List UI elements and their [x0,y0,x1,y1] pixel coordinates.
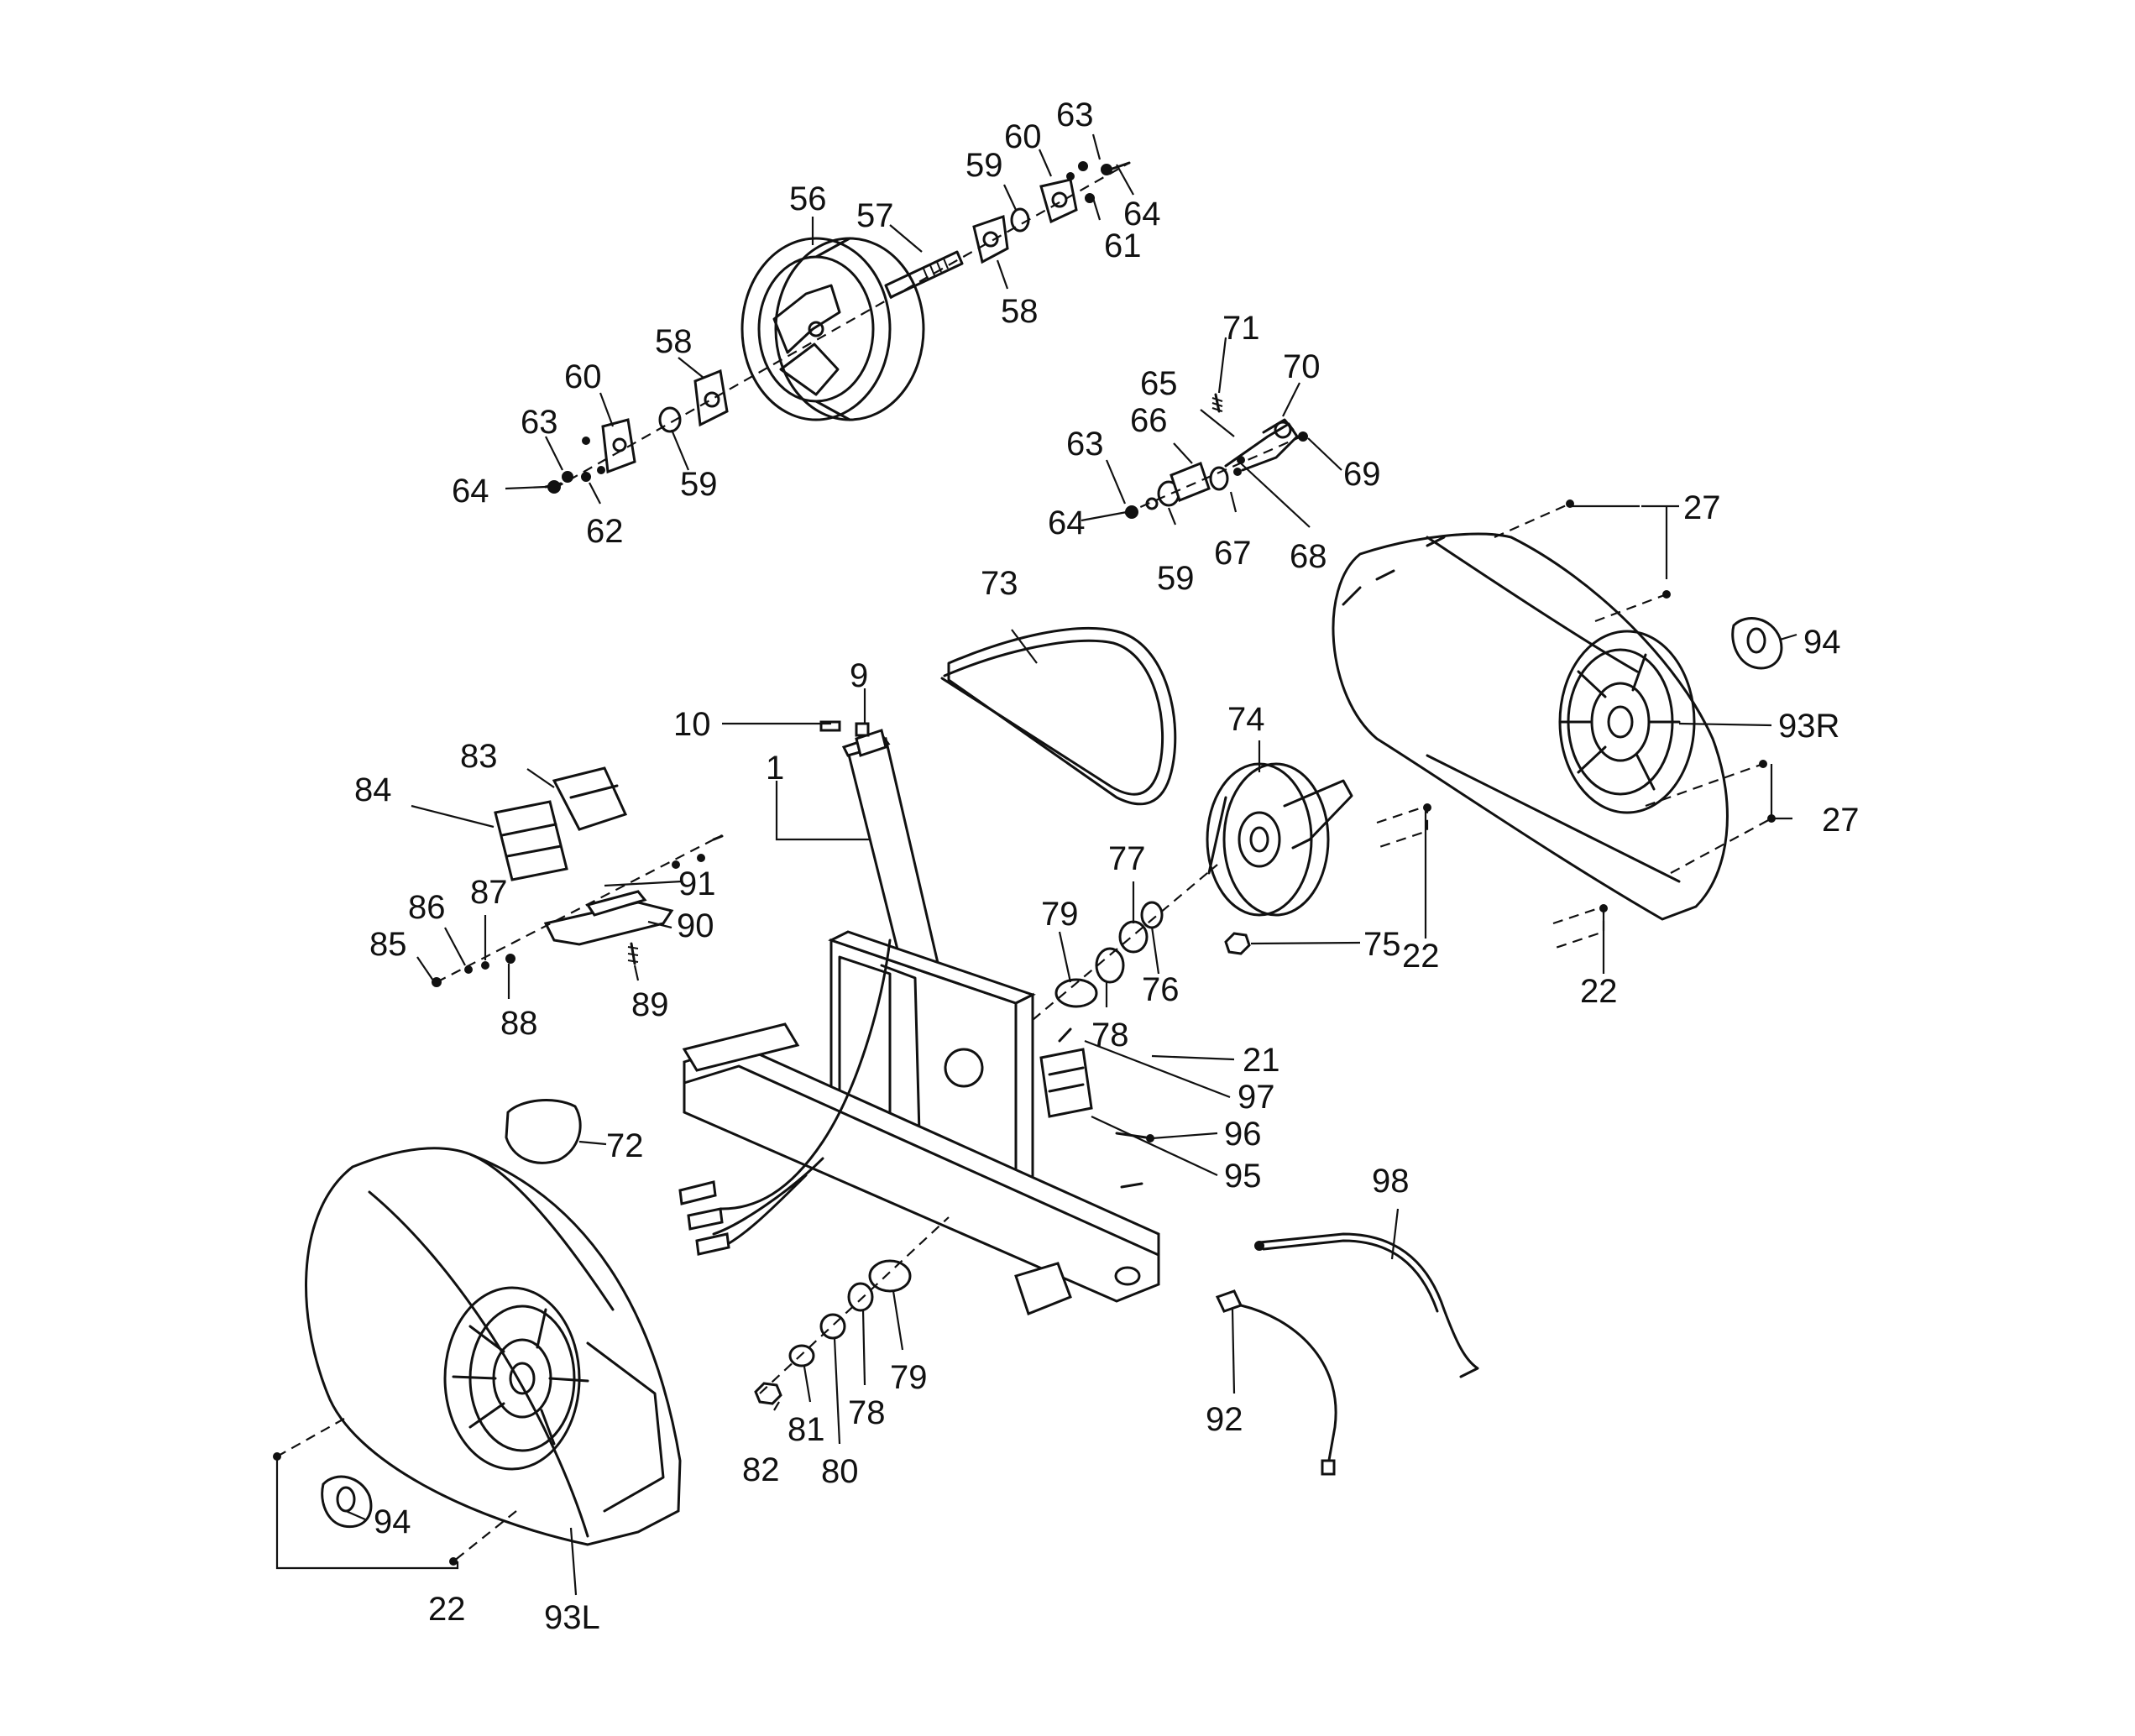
callout-87: 87 [470,874,508,911]
main-frame [682,930,1160,1315]
callout-85: 85 [369,926,407,963]
cup-79-top [1054,978,1098,1008]
callout-9: 9 [850,657,868,694]
callout-80: 80 [821,1453,859,1490]
bearing-78-top [1095,947,1125,984]
callout-67: 67 [1214,535,1252,572]
callout-61: 61 [1104,227,1142,264]
bearing-77 [1118,920,1149,954]
callout-83: 83 [460,738,498,775]
callout-57: 57 [856,197,894,234]
callout-92: 92 [1206,1401,1243,1438]
callout-22-left: 22 [428,1591,466,1628]
sensor-92 [1215,1289,1243,1313]
callout-70: 70 [1283,348,1321,385]
bracket-58-top [972,214,1009,264]
callout-64-top: 64 [1123,196,1161,233]
cable-98 [1258,1232,1479,1378]
callout-78-bottom: 78 [848,1394,886,1431]
callout-27-bottom: 27 [1822,802,1860,839]
callout-63-top: 63 [1056,97,1094,133]
callout-77: 77 [1108,840,1146,877]
callout-79-top: 79 [1041,896,1079,933]
callout-1: 1 [766,750,784,787]
callout-labels: 1 9 10 21 22 22 22 27 27 56 57 58 58 59 … [354,97,1860,1636]
axle-57 [884,250,964,299]
callout-64-left: 64 [452,473,489,510]
callout-60-top: 60 [1004,118,1042,155]
nut-75 [1224,932,1251,955]
cap-94-left [321,1475,373,1529]
nut-82 [754,1382,782,1405]
leader-lines [275,133,1797,1596]
callout-95: 95 [1224,1158,1262,1195]
callout-97: 97 [1238,1079,1275,1116]
callout-65: 65 [1140,365,1178,402]
callout-66: 66 [1130,402,1168,439]
chain-guard-93R [1332,532,1729,921]
pad-83 [552,766,628,831]
callout-59-left: 59 [680,466,718,503]
chain-guard-93L [305,1147,682,1546]
callout-74: 74 [1227,701,1265,738]
washer-76 [1140,901,1164,929]
callout-59-top: 59 [965,147,1003,184]
callout-91: 91 [678,865,716,902]
callout-93L: 93L [544,1599,600,1636]
flywheel-56 [740,237,925,421]
callout-98: 98 [1372,1163,1410,1200]
callout-84: 84 [354,771,392,808]
callout-10: 10 [673,706,711,743]
callout-59-idler: 59 [1157,560,1195,597]
callout-69: 69 [1343,456,1381,493]
callout-22-right: 22 [1580,973,1618,1010]
callout-93R: 93R [1778,708,1839,745]
callout-56: 56 [789,180,827,217]
pulley-74 [1206,762,1353,917]
bearing-78-bottom [847,1282,874,1312]
bracket-60-left [601,418,636,474]
cup-79-bottom [868,1259,912,1293]
callout-81: 81 [788,1411,825,1448]
callout-94-left: 94 [374,1503,411,1540]
callout-63-left: 63 [521,404,558,441]
callout-63-idler: 63 [1066,426,1104,463]
callout-82: 82 [742,1451,780,1488]
callout-94-right: 94 [1803,624,1841,661]
callout-22-mid: 22 [1402,938,1440,975]
callout-27-top: 27 [1683,489,1721,526]
callout-71: 71 [1222,310,1260,347]
callout-68: 68 [1290,538,1327,575]
callout-96: 96 [1224,1116,1262,1153]
callout-75: 75 [1363,926,1401,963]
callout-21: 21 [1243,1042,1280,1079]
parts-drawing [273,161,1783,1566]
callout-60-left: 60 [564,358,602,395]
callout-73: 73 [981,565,1018,602]
cover-72 [505,1099,582,1164]
cap-94-right [1731,617,1783,670]
callout-86: 86 [408,889,446,926]
washer-81 [788,1344,815,1367]
belt-73 [947,626,1177,806]
callout-89: 89 [631,986,669,1023]
callout-64-idler: 64 [1048,505,1086,541]
callout-72: 72 [606,1127,644,1164]
bracket-60-top [1039,178,1078,224]
callout-62: 62 [586,513,624,550]
bracket-58-left [693,369,729,427]
callout-79-bottom: 79 [890,1359,928,1396]
callout-76: 76 [1142,971,1180,1008]
callout-58-top: 58 [1001,293,1039,330]
sensor-bracket-97 [1039,1048,1093,1118]
callout-58-left: 58 [655,323,693,360]
callout-88: 88 [500,1005,538,1042]
washer-80 [819,1313,846,1340]
callout-90: 90 [677,907,714,944]
callout-78-top: 78 [1091,1017,1129,1054]
idler-66 [1170,462,1211,502]
pad-84 [494,800,568,881]
